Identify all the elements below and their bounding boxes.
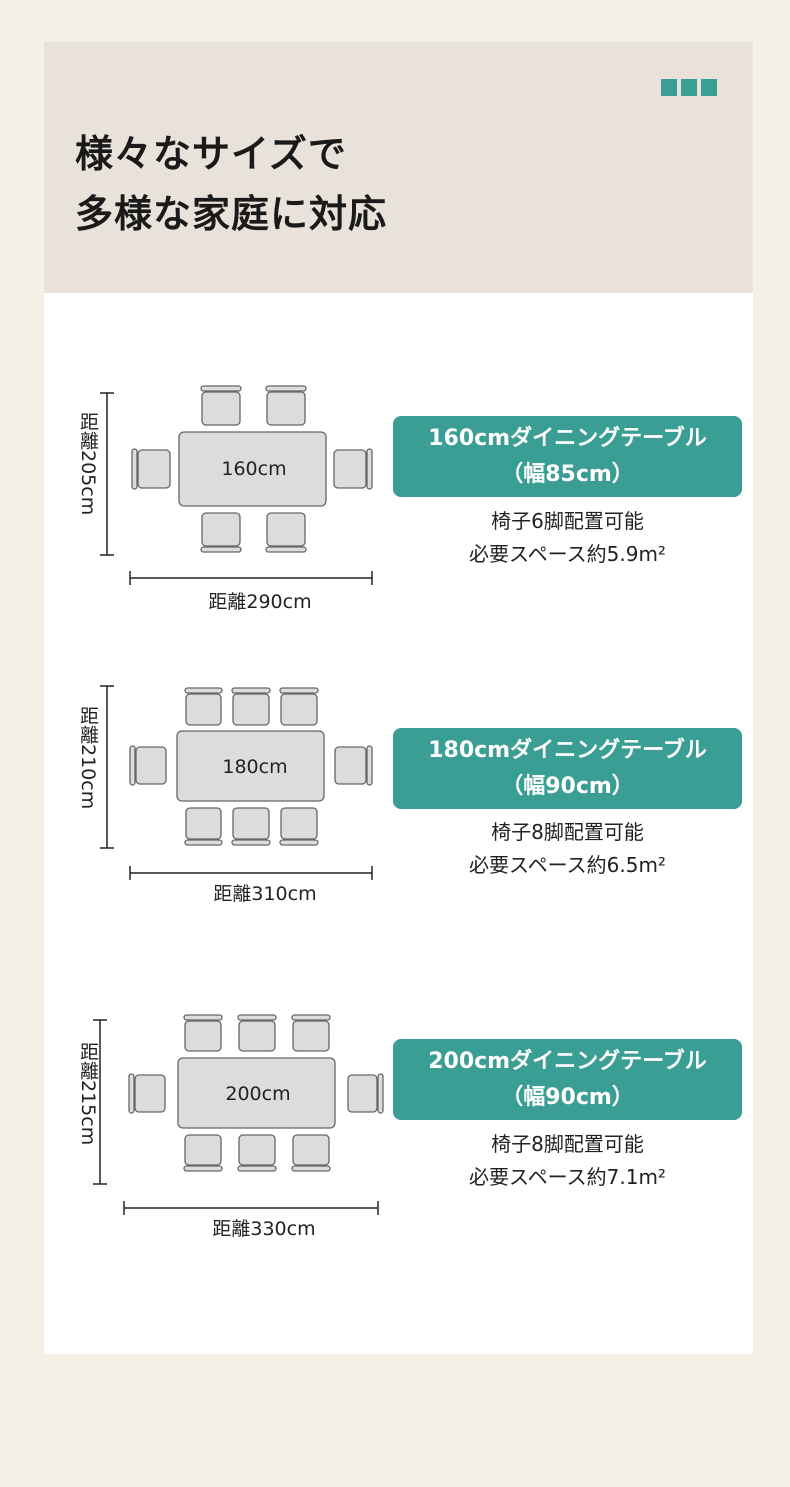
chair-seat [238,1134,276,1166]
chair-seat [292,1134,330,1166]
chair-seat [347,1074,378,1113]
chair-seat [333,449,367,489]
table-top [178,431,327,507]
table-badge-1: 160cmダイニングテーブル （幅85cm） [393,416,742,497]
space-text: 必要スペース約5.9m² [469,542,666,566]
badge-width: （幅85cm） [501,461,634,487]
badge-title: 180cmダイニングテーブル [428,737,707,763]
chairs-text: 椅子8脚配置可能 [491,1132,644,1156]
width-label-3: 距離330cm [212,1218,316,1240]
table-badge-2: 180cmダイニングテーブル （幅90cm） [393,728,742,809]
chair-back [291,1014,331,1021]
badge-width: （幅90cm） [501,773,634,799]
chair-seat [232,693,270,726]
depth-label-1: 距離205cm [77,412,99,516]
header-banner: 様々なサイズで 多様な家庭に対応 [44,42,753,293]
chair-seat [185,807,222,840]
table-size-label-3: 200cm [225,1083,291,1105]
chair-back [200,385,242,392]
chair-seat [280,693,318,726]
chair-back [128,1073,135,1114]
chair-seat [185,693,222,726]
chair-back [231,839,271,846]
chair-back [291,1165,331,1172]
chair-back [231,687,271,694]
chairs-text: 椅子8脚配置可能 [491,820,644,844]
chair-back [183,1165,223,1172]
table-info-3: 椅子8脚配置可能 必要スペース約7.1m² [393,1128,742,1194]
chair-back [129,745,136,786]
table-info-2: 椅子8脚配置可能 必要スペース約6.5m² [393,816,742,882]
chair-seat [292,1020,330,1052]
depth-label-3: 距離215cm [77,1042,99,1146]
chair-seat [232,807,270,840]
decorative-squares [661,79,717,96]
chair-back [265,385,307,392]
title-line-2: 多様な家庭に対応 [75,192,388,236]
chair-seat [266,512,306,547]
space-text: 必要スペース約6.5m² [469,853,666,877]
table-size-label-2: 180cm [222,756,288,778]
chair-back [279,839,319,846]
chair-back [366,448,373,490]
chair-back [200,546,242,553]
chair-seat [184,1020,222,1052]
chair-back [131,448,138,490]
chair-seat [135,746,167,785]
chairs-text: 椅子6脚配置可能 [491,509,644,533]
chair-back [183,1014,223,1021]
chair-seat [184,1134,222,1166]
badge-width: （幅90cm） [501,1084,634,1110]
chair-seat [266,391,306,426]
chair-seat [137,449,171,489]
table-badge-3: 200cmダイニングテーブル （幅90cm） [393,1039,742,1120]
space-text: 必要スペース約7.1m² [469,1165,666,1189]
chair-back [184,687,223,694]
chair-seat [201,512,241,547]
page-title: 様々なサイズで 多様な家庭に対応 [75,124,387,244]
width-label-1: 距離290cm [208,591,312,613]
badge-title: 160cmダイニングテーブル [428,425,707,451]
chair-back [265,546,307,553]
table-top [176,730,325,802]
badge-title: 200cmダイニングテーブル [428,1048,707,1074]
width-label-2: 距離310cm [213,883,317,905]
chair-seat [134,1074,166,1113]
chair-seat [238,1020,276,1052]
chair-back [279,687,319,694]
chair-back [377,1073,384,1114]
table-info-1: 椅子6脚配置可能 必要スペース約5.9m² [393,505,742,571]
chair-seat [280,807,318,840]
chair-back [366,745,373,786]
chair-back [184,839,223,846]
chair-seat [201,391,241,426]
table-top [177,1057,336,1129]
chair-back [237,1165,277,1172]
title-line-1: 様々なサイズで [75,132,347,176]
table-size-label-1: 160cm [221,458,287,480]
chair-back [237,1014,277,1021]
chair-seat [334,746,367,785]
depth-label-2: 距離210cm [77,706,99,810]
